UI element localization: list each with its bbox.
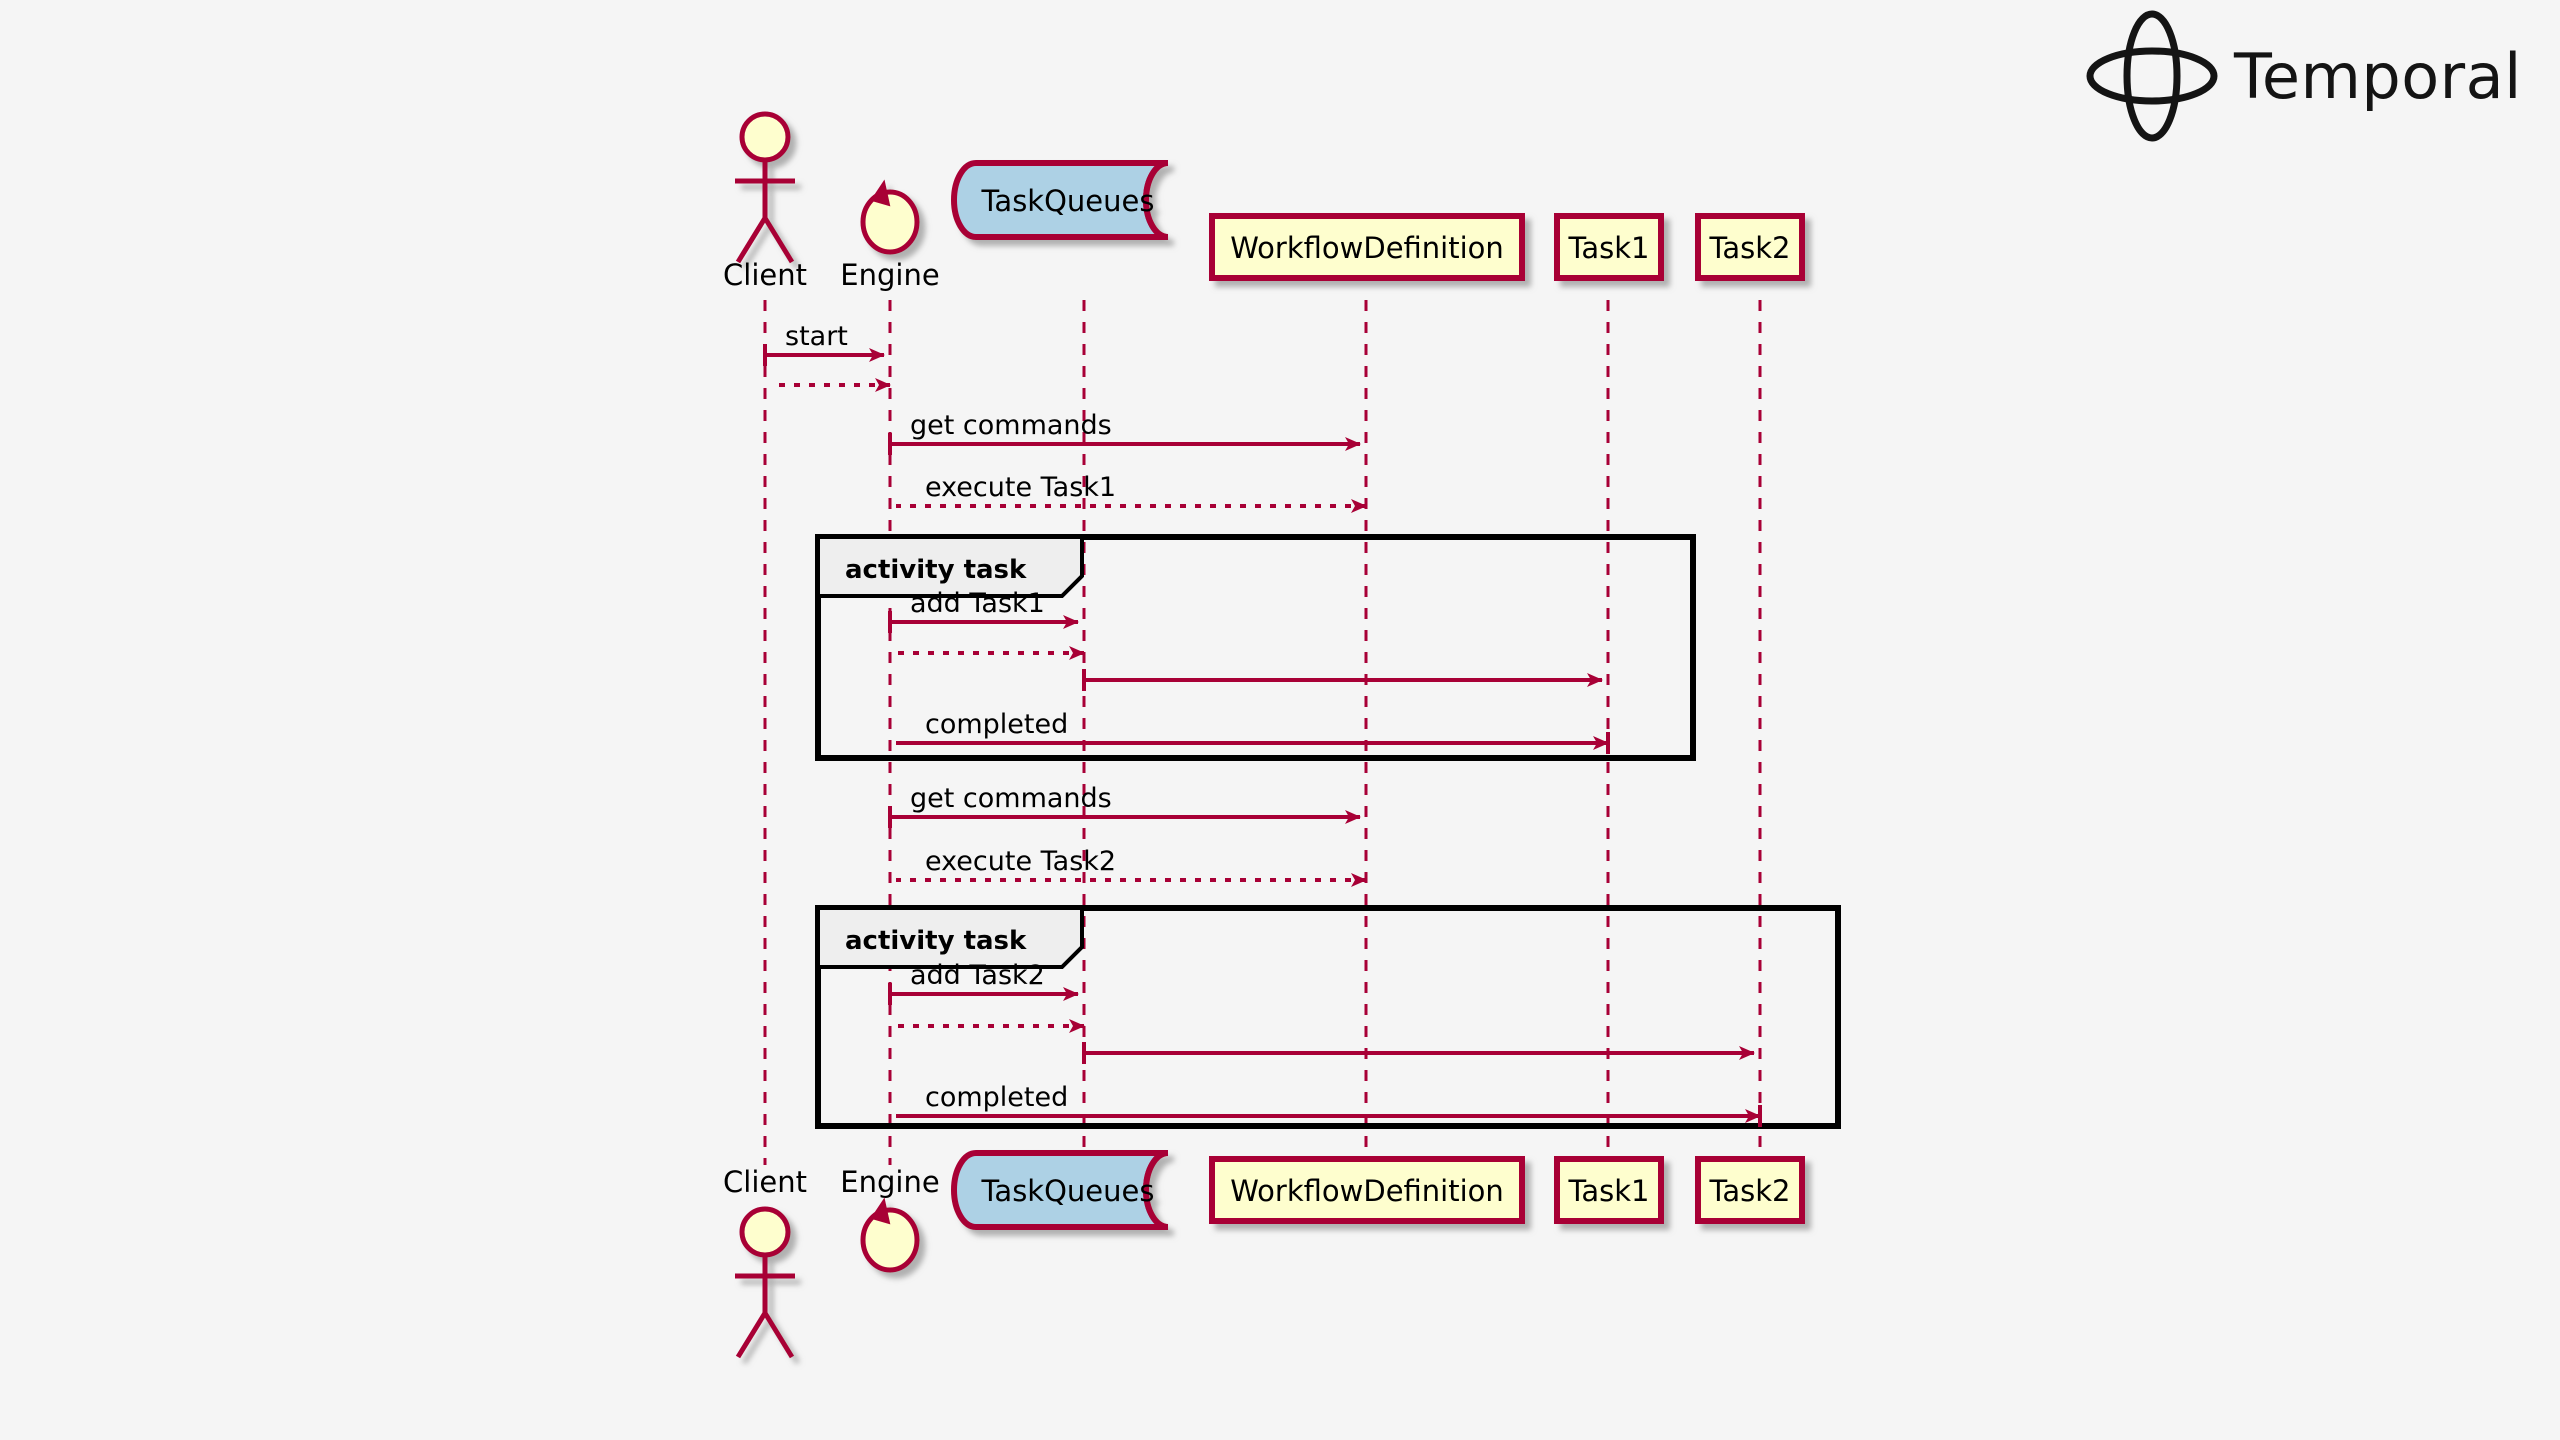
message-label: add Task2 <box>910 960 1045 991</box>
message-label: get commands <box>910 410 1112 441</box>
control-circle-icon <box>860 189 920 255</box>
participant-label-client-bottom: Client <box>723 1165 807 1199</box>
participant-client-top[interactable] <box>735 111 795 264</box>
participant-label-task1-bottom: Task1 <box>1567 1174 1649 1208</box>
group-frame-activity-task-1: activity task <box>815 534 1696 761</box>
message-label: execute Task1 <box>925 472 1116 503</box>
participant-label-task2-bottom: Task2 <box>1708 1174 1790 1208</box>
message-label: add Task1 <box>910 588 1045 619</box>
message-label: get commands <box>910 783 1112 814</box>
participant-task1-bottom[interactable]: Task1 <box>1554 1156 1664 1224</box>
participant-label-engine-bottom: Engine <box>840 1165 939 1199</box>
participant-label-task1: Task1 <box>1567 231 1649 265</box>
participant-taskqueues-top[interactable]: TaskQueues <box>951 160 1169 240</box>
participant-engine-top[interactable] <box>860 179 920 255</box>
group-header-tab <box>816 535 1084 598</box>
message-label: execute Task2 <box>925 846 1116 877</box>
participant-label-taskqueues: TaskQueues <box>981 184 1155 218</box>
participant-task1-top[interactable]: Task1 <box>1554 213 1664 281</box>
group-label: activity task <box>845 926 1027 956</box>
actor-head-icon <box>739 1206 791 1258</box>
participant-workflowdefinition-top[interactable]: WorkflowDefinition <box>1209 213 1525 281</box>
participant-label-workflowdefinition-bottom: WorkflowDefinition <box>1230 1174 1504 1208</box>
message-label: completed <box>925 1082 1068 1113</box>
participant-engine-bottom[interactable] <box>860 1197 920 1273</box>
temporal-star-icon <box>2086 10 2218 142</box>
participant-label-task2: Task2 <box>1708 231 1790 265</box>
message-label: start <box>785 321 848 352</box>
actor-head-icon <box>739 111 791 163</box>
participant-task2-bottom[interactable]: Task2 <box>1695 1156 1805 1224</box>
participant-task2-top[interactable]: Task2 <box>1695 213 1805 281</box>
participant-client-bottom[interactable] <box>735 1206 795 1359</box>
control-circle-icon <box>860 1207 920 1273</box>
message-label: completed <box>925 709 1068 740</box>
message-labels: start get commands execute Task1 add Tas… <box>785 321 1116 1113</box>
temporal-brand: Temporal <box>2086 10 2522 142</box>
participant-label-taskqueues-bottom: TaskQueues <box>981 1174 1155 1208</box>
participant-workflowdefinition-bottom[interactable]: WorkflowDefinition <box>1209 1156 1525 1224</box>
group-frame-activity-task-2: activity task <box>815 905 1841 1129</box>
participant-label-engine: Engine <box>840 258 939 292</box>
participant-label-workflowdefinition: WorkflowDefinition <box>1230 231 1504 265</box>
group-label: activity task <box>845 555 1027 585</box>
group-header-tab <box>816 906 1084 969</box>
participant-label-client: Client <box>723 258 807 292</box>
participant-taskqueues-bottom[interactable]: TaskQueues <box>951 1150 1169 1230</box>
messages <box>763 344 1762 1127</box>
temporal-wordmark: Temporal <box>2233 40 2522 113</box>
